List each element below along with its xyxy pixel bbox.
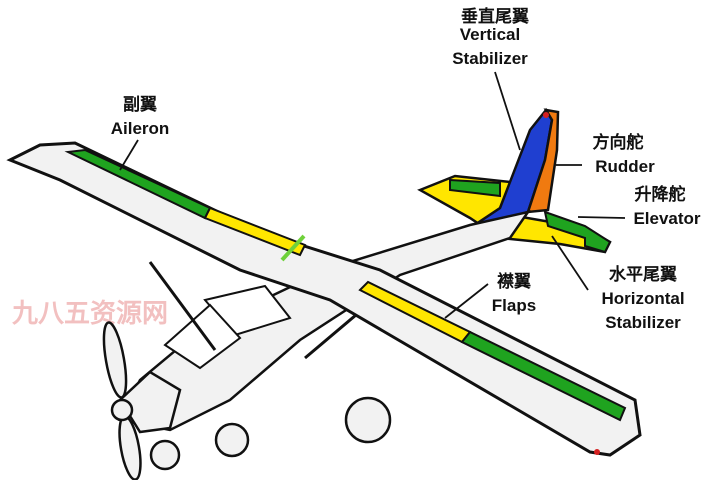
- elevator-right: [543, 210, 612, 254]
- label-elevator-zh: 升降舵: [635, 184, 686, 205]
- watermark: 九八五资源网: [11, 299, 168, 329]
- label-flaps-zh: 襟翼: [497, 271, 531, 292]
- wing-strut: [148, 261, 217, 351]
- main-wheel-left: [214, 422, 250, 458]
- label-vertical-stabilizer-zh: 垂直尾翼: [461, 6, 529, 27]
- label-vertical-stabilizer-en2: Stabilizer: [452, 49, 528, 68]
- engine-cowling: [118, 370, 182, 434]
- main-wing: [6, 141, 642, 457]
- leader-horizontal-stabilizer: [551, 235, 589, 291]
- label-vertical-stabilizer-en1: Vertical: [460, 25, 521, 44]
- leader-flaps: [444, 283, 489, 319]
- wing-marker: [280, 234, 306, 262]
- leader-vertical-stabilizer: [494, 71, 521, 151]
- elevator: [449, 178, 501, 198]
- leader-elevator: [577, 216, 626, 219]
- flap-left: [203, 206, 307, 257]
- nose-wheel: [149, 439, 181, 471]
- wingtip-light: [594, 449, 600, 455]
- aileron-right: [460, 330, 627, 422]
- windshield: [163, 303, 242, 370]
- label-horizontal-stabilizer-en1: Horizontal: [601, 289, 684, 308]
- rudder: [526, 108, 560, 214]
- label-horizontal-stabilizer-en2: Stabilizer: [605, 313, 681, 332]
- propeller-blade-top: [102, 321, 128, 399]
- main-wheel-right: [344, 396, 392, 444]
- leader-aileron: [119, 139, 139, 171]
- label-aileron-en: Aileron: [111, 119, 170, 138]
- label-rudder-en: Rudder: [595, 157, 655, 176]
- label-horizontal-stabilizer-zh: 水平尾翼: [609, 264, 677, 285]
- label-flaps-en: Flaps: [492, 296, 536, 315]
- propeller-spinner: [110, 398, 134, 422]
- tail-light: [543, 112, 549, 118]
- label-aileron-zh: 副翼: [123, 95, 157, 115]
- label-rudder-zh: 方向舵: [593, 132, 644, 153]
- label-elevator-en: Elevator: [633, 209, 700, 228]
